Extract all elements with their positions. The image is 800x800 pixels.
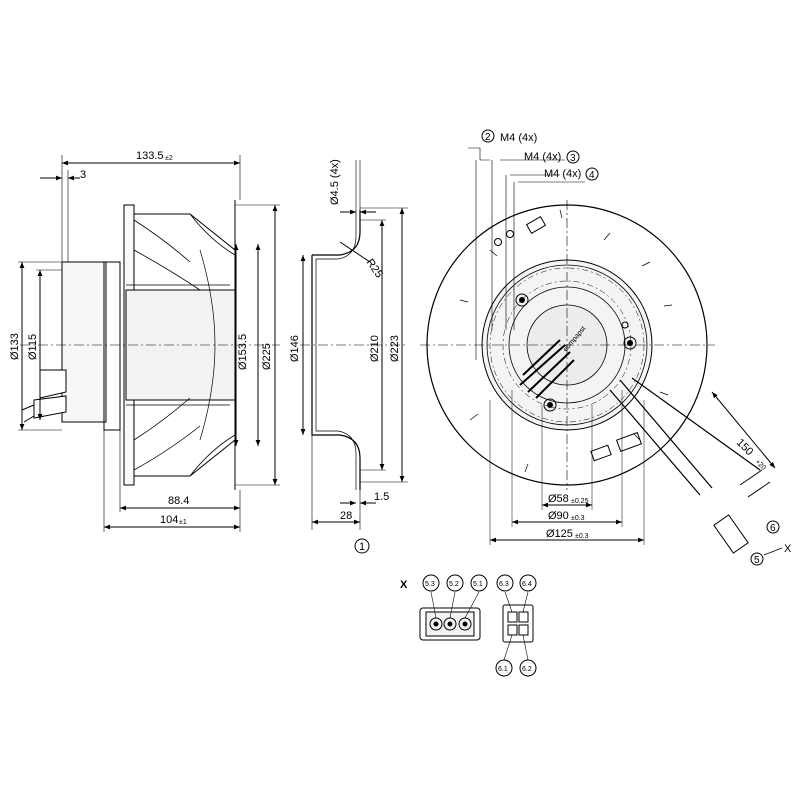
callout-2: 2 <box>485 132 491 143</box>
pin-6-3: 6.3 <box>499 581 509 588</box>
dim-offset: 3 <box>80 169 86 181</box>
connector-detail-labels: X 5.3 5.2 5.1 6.3 6.4 6.1 6.2 <box>400 579 532 673</box>
dim-depth-104: 104 <box>160 514 178 526</box>
dim-dia-90: Ø90 <box>548 510 569 522</box>
pin-5-2: 5.2 <box>449 581 459 588</box>
callout-5: 5 <box>754 555 760 566</box>
connector-plug <box>713 514 749 554</box>
dim-dia-115: Ø115 <box>27 334 39 360</box>
dim-dia-58: Ø58 <box>548 493 569 505</box>
dim-dia-153-5: Ø153.5 <box>237 334 249 370</box>
dim-depth-104-tol: ±1 <box>179 519 187 526</box>
callout-1-circle <box>354 538 370 554</box>
connector-detail <box>419 574 537 677</box>
dim-depth-88-4: 88.4 <box>168 495 189 507</box>
pin-5-3: 5.3 <box>425 581 435 588</box>
callout-4: 4 <box>589 170 595 181</box>
side-view-labels: 133.5 ±2 3 Ø133 Ø115 Ø153.5 Ø225 88.4 10… <box>9 150 273 526</box>
dim-dia-58-tol: ±0.25 <box>571 498 589 505</box>
thread-label-4: M4 (4x) <box>544 168 581 180</box>
callout-1: 1 <box>359 541 365 553</box>
pin-6-2: 6.2 <box>522 666 532 673</box>
callout-3: 3 <box>570 153 576 164</box>
dim-width-overall: 133.5 <box>136 150 164 162</box>
dim-dia-125-tol: ±0.3 <box>575 533 589 540</box>
side-view <box>18 155 280 532</box>
dim-dia-223: Ø223 <box>389 335 401 362</box>
dim-depth: 28 <box>340 510 352 522</box>
cable-glands <box>33 369 67 419</box>
connector-5-body <box>419 607 481 641</box>
pin-6-4: 6.4 <box>522 581 532 588</box>
connector-view-title: X <box>400 579 408 591</box>
motor-housing <box>61 261 107 423</box>
thread-label-3: M4 (4x) <box>524 151 561 163</box>
dim-dia-133: Ø133 <box>9 333 21 360</box>
section-view-labels: Ø4.5 (4x) R25 Ø146 Ø210 Ø223 1.5 28 1 <box>289 159 401 553</box>
dim-thickness: 1.5 <box>374 491 389 503</box>
cable-bundle <box>609 377 761 496</box>
dim-cable-length-tol: +20 <box>754 458 767 471</box>
callout-6: 6 <box>770 523 776 534</box>
dim-dia-90-tol: ±0.3 <box>571 515 585 522</box>
inlet-ring-profile <box>311 210 361 490</box>
front-view <box>420 129 783 566</box>
connector-6-body <box>502 604 534 643</box>
dim-hole: Ø4.5 (4x) <box>329 159 341 205</box>
pin-6-1: 6.1 <box>498 666 508 673</box>
dim-width-overall-tol: ±2 <box>165 155 173 162</box>
pin-5-1: 5.1 <box>473 581 483 588</box>
dim-dia-125: Ø125 <box>546 528 573 540</box>
dim-dia-146: Ø146 <box>289 335 301 362</box>
section-view <box>300 160 408 554</box>
thread-label-2: M4 (4x) <box>500 132 537 144</box>
dim-dia-210: Ø210 <box>369 335 381 362</box>
dim-dia-225: Ø225 <box>261 343 273 370</box>
view-x-marker: X <box>784 543 792 555</box>
